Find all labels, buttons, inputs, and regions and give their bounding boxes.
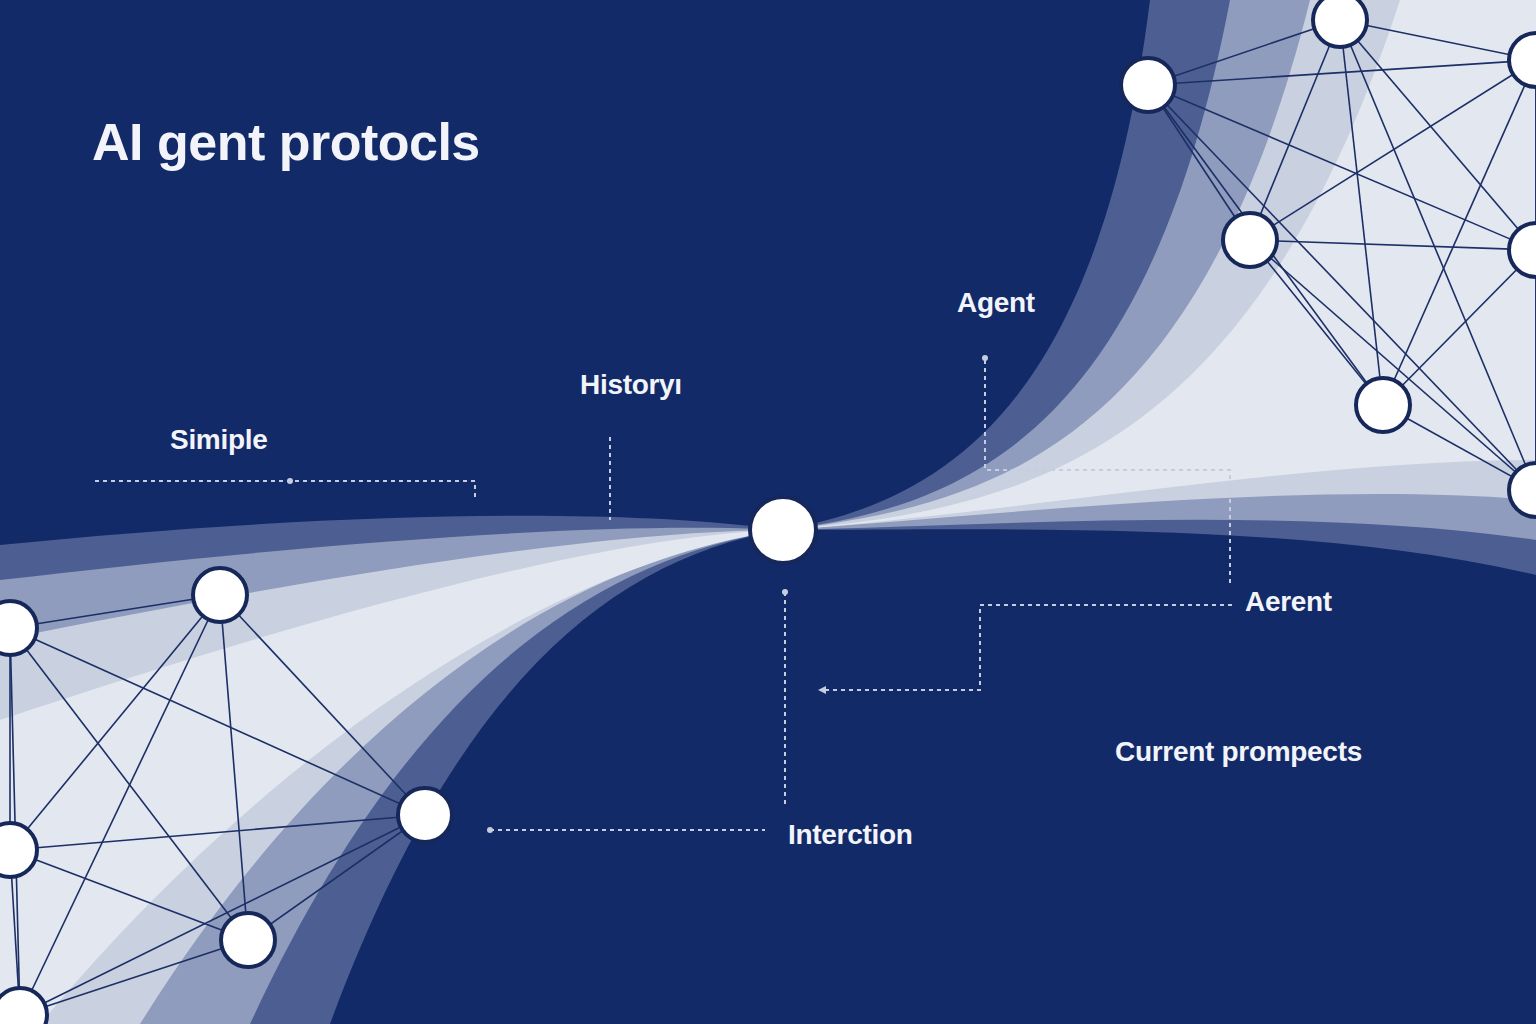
network-link <box>1148 85 1536 250</box>
leader-lines <box>95 355 1232 833</box>
network-link <box>248 815 425 940</box>
network-node <box>1356 378 1410 432</box>
network-node <box>1509 33 1536 87</box>
network-link <box>20 595 220 1015</box>
network-link <box>1250 240 1383 405</box>
swoosh-band <box>783 0 1536 540</box>
network-node <box>1121 58 1175 112</box>
network-node <box>750 497 816 563</box>
network-link <box>1340 20 1536 250</box>
swoosh-band <box>0 516 783 1024</box>
network-link <box>1340 20 1383 405</box>
section-label: Interction <box>788 819 913 851</box>
swoosh-band <box>783 0 1536 530</box>
leader-line <box>826 605 1232 690</box>
network-node <box>1313 0 1367 47</box>
section-label: Current prompects <box>1115 736 1362 768</box>
network-node <box>193 568 247 622</box>
network-link <box>1148 85 1383 405</box>
network-link <box>10 628 425 815</box>
network-link <box>1250 20 1340 240</box>
network-link <box>10 595 220 628</box>
leader-line <box>609 437 611 520</box>
network-link <box>1148 60 1536 85</box>
section-label: Historyı <box>580 369 682 401</box>
title: AI gent protocls <box>92 112 480 172</box>
network-link <box>10 595 220 850</box>
swoosh-band <box>0 528 783 1024</box>
network-link <box>1383 250 1536 405</box>
swoosh-band <box>783 0 1536 575</box>
swoosh-band <box>0 530 783 1024</box>
network-link <box>220 595 425 815</box>
leader-dot <box>982 355 988 361</box>
leader-line <box>95 481 475 500</box>
network-link <box>1340 20 1536 490</box>
network-node <box>1509 463 1536 517</box>
network-node <box>0 601 37 655</box>
network-node <box>1509 223 1536 277</box>
network-node <box>0 823 37 877</box>
section-label: Agent <box>957 287 1035 319</box>
network-node <box>398 788 452 842</box>
network-link <box>20 940 248 1015</box>
network-link <box>10 628 248 940</box>
network-link <box>1148 85 1536 490</box>
leader-arrowhead <box>818 686 826 694</box>
leader-dot <box>782 589 788 595</box>
network-link <box>1250 240 1536 490</box>
network-node <box>0 988 47 1024</box>
swoosh-band <box>783 0 1536 530</box>
leader-line <box>784 592 786 805</box>
leader-dot <box>287 478 293 484</box>
swoosh-band <box>0 530 783 1024</box>
network-link <box>1340 20 1536 60</box>
network-link <box>20 815 425 1015</box>
leader-line <box>490 829 765 831</box>
leader-line <box>985 360 1230 585</box>
network-node <box>1223 213 1277 267</box>
network-link <box>10 850 248 940</box>
section-label: Simiple <box>170 424 268 456</box>
network-link <box>1250 60 1536 240</box>
network-link <box>10 815 425 850</box>
network-node <box>221 913 275 967</box>
section-label: Aerent <box>1245 586 1332 618</box>
network-link <box>220 595 248 940</box>
leader-dot <box>487 827 493 833</box>
network-link <box>1250 240 1536 250</box>
